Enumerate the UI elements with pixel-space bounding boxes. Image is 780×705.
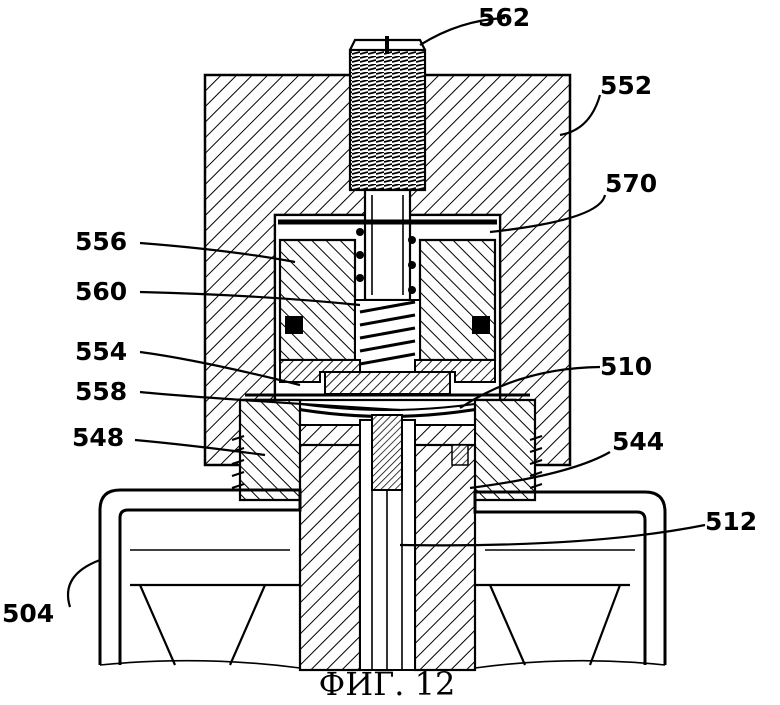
label-558: 558 (75, 377, 127, 406)
stem-544 (298, 414, 477, 672)
upper-coils (356, 228, 416, 294)
leader-lines (66, 16, 706, 608)
reference-labels: 562 552 570 556 560 554 510 558 548 544 … (2, 3, 757, 628)
label-552: 552 (600, 71, 652, 100)
label-560: 560 (75, 277, 127, 306)
label-510: 510 (600, 352, 652, 381)
label-570: 570 (605, 169, 657, 198)
figure-caption: ФИГ. 12 (319, 665, 456, 703)
seat-554 (279, 359, 496, 395)
spring-560 (354, 299, 421, 376)
label-504: 504 (2, 599, 54, 628)
adjust-screw-562 (348, 36, 427, 302)
label-554: 554 (75, 337, 127, 366)
body-548 (231, 398, 543, 502)
label-512: 512 (705, 507, 757, 536)
label-562: 562 (478, 3, 530, 32)
label-556: 556 (75, 227, 127, 256)
label-548: 548 (72, 423, 124, 452)
label-544: 544 (612, 427, 664, 456)
canister-504 (98, 488, 667, 669)
